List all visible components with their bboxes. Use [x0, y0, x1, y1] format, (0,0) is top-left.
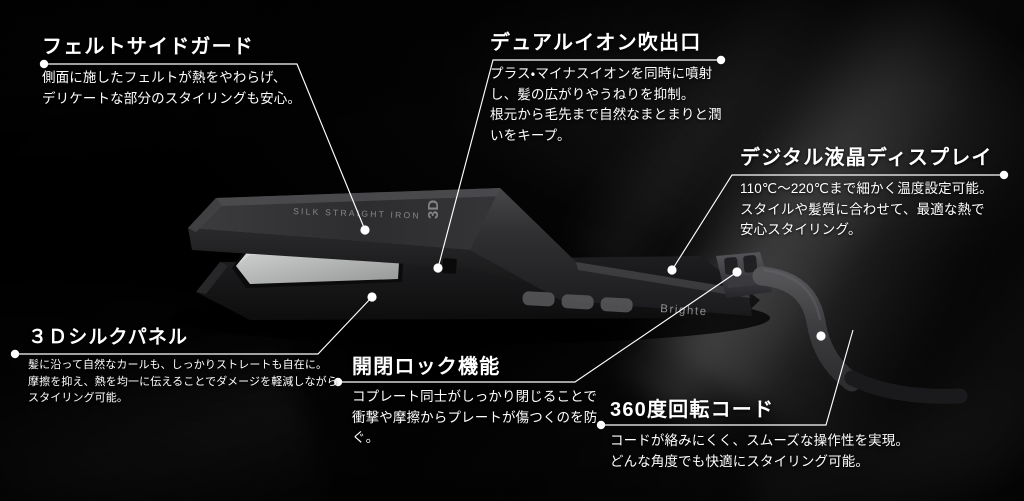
callout-heading: フェルトサイドガード: [42, 36, 254, 58]
callout-heading: 360度回転コード: [610, 399, 775, 421]
callout-dual-ion-outlet: デュアルイオン吹出口 プラス・マイナスイオンを同時に噴射 し、髪の広がりやうねり…: [486, 26, 722, 146]
callout-heading: デジタル液晶ディスプレイ: [740, 147, 993, 169]
callout-3d-silk-panel: ３Ｄシルクパネル 髪に沿って自然なカールも、しっかりストレートも自在に。 摩擦を…: [14, 322, 338, 407]
callout-heading: デュアルイオン吹出口: [490, 32, 702, 54]
callout-360-swivel-cord: 360度回転コード コードが絡みにくく、スムーズな操作性を実現。 どんな角度でも…: [600, 393, 909, 472]
callout-digital-lcd-display: デジタル液晶ディスプレイ 110℃〜220℃まで細かく温度設定可能。 スタイルや…: [736, 141, 993, 241]
callout-felt-side-guard: フェルトサイドガード 側面に施したフェルトが熱をやわらげ、 デリケートな部分のス…: [28, 30, 301, 109]
callout-heading: 開閉ロック機能: [352, 356, 501, 378]
callout-body: 側面に施したフェルトが熱をやわらげ、 デリケートな部分のスタイリングも安心。: [42, 70, 302, 106]
callout-heading: ３Ｄシルクパネル: [28, 327, 189, 348]
callout-body: 110℃〜220℃まで細かく温度設定可能。 スタイルや髪質に合わせて、最適な熱で…: [740, 181, 993, 238]
callout-body: プラス・マイナスイオンを同時に噴射 し、髪の広がりやうねりを抑制。 根元から毛先…: [490, 66, 722, 143]
callout-body: コードが絡みにくく、スムーズな操作性を実現。 どんな角度でも快適にスタイリング可…: [610, 433, 910, 469]
callout-body: 髪に沿って自然なカールも、しっかりストレートも自在に。 摩擦を抑え、熱を均一に伝…: [28, 359, 338, 405]
callout-body: コプレート同士がしっかり閉じることで 衝撃や摩擦からプレートが傷つくのを防 ぐ。: [352, 389, 598, 446]
callout-open-close-lock: 開閉ロック機能 コプレート同士がしっかり閉じることで 衝撃や摩擦からプレートが傷…: [338, 350, 597, 449]
